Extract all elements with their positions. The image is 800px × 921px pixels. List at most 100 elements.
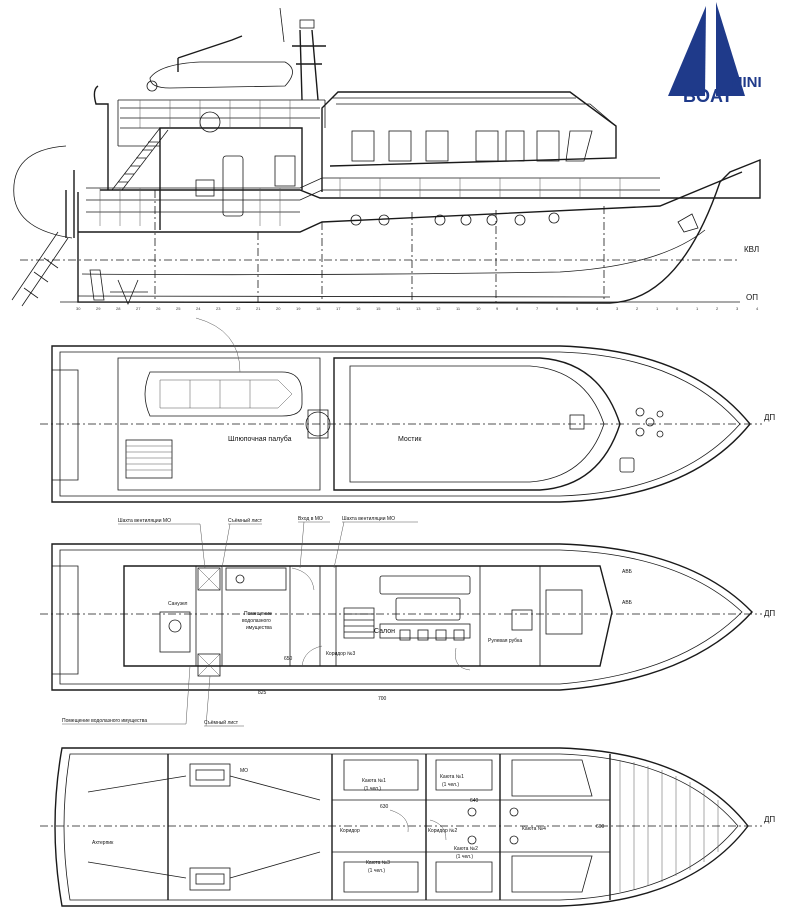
centerline-label-1: ДП bbox=[764, 413, 775, 422]
engine-room-label: МО bbox=[240, 768, 248, 774]
salon-bench bbox=[379, 623, 471, 639]
anchor-gear bbox=[635, 407, 664, 438]
corridor2-label: Коридор №2 bbox=[428, 828, 457, 834]
deckhouse bbox=[321, 91, 617, 192]
life-buoy-icon bbox=[146, 80, 158, 92]
stern-arc bbox=[13, 145, 73, 239]
keel-line bbox=[77, 295, 611, 298]
cabin1b-sub: (1 чел.) bbox=[442, 782, 459, 788]
centerline-label-3: ДП bbox=[764, 815, 775, 824]
hull-plan-outline bbox=[54, 747, 749, 907]
wheelhouse-console bbox=[545, 589, 583, 635]
bunks bbox=[343, 759, 493, 893]
frame-number: 24 bbox=[196, 306, 201, 311]
hull-sheer bbox=[78, 171, 743, 233]
boat-deck-label: Шлюпочная палуба bbox=[228, 435, 292, 443]
sanuzel-label: Санузел bbox=[168, 601, 188, 607]
engine-block-top bbox=[189, 763, 231, 787]
vent-shaft-top bbox=[197, 567, 221, 591]
rudder bbox=[89, 269, 105, 301]
hull-plan-inner bbox=[59, 549, 743, 685]
rail-stanchions bbox=[99, 100, 621, 226]
helm-wheel-icon bbox=[199, 111, 221, 133]
dim-640: 640 bbox=[470, 798, 479, 804]
bridge-deck-plan: ДП Шлюпочная палуба Мостик bbox=[40, 317, 775, 503]
nav-b-label: АВБ bbox=[622, 600, 633, 606]
frame-number: 2 bbox=[716, 306, 719, 311]
dim-825: 825 bbox=[258, 690, 267, 696]
shaft-lines bbox=[87, 775, 321, 879]
aft-cabin bbox=[159, 127, 303, 230]
roof-hatch bbox=[569, 414, 585, 430]
vent-shaft-left-label: Шахта вентиляции МО bbox=[118, 518, 171, 524]
frame-number: 13 bbox=[416, 306, 421, 311]
cabin1b-label: Каюта №1 bbox=[440, 774, 464, 780]
dim-650: 650 bbox=[284, 656, 293, 662]
salon-label: Салон bbox=[374, 628, 395, 635]
aft-door bbox=[222, 155, 244, 217]
mast bbox=[292, 29, 326, 101]
frame-number: 12 bbox=[436, 306, 441, 311]
frame-number: 4 bbox=[596, 306, 599, 311]
hull-plan-outline bbox=[51, 543, 753, 691]
logo-word-top: MINI bbox=[730, 74, 762, 91]
frame-number: 7 bbox=[536, 306, 539, 311]
deckhouse-roof bbox=[332, 97, 617, 127]
stair-down bbox=[343, 607, 375, 639]
propeller bbox=[110, 279, 148, 306]
logo-sail-left bbox=[668, 6, 706, 96]
stairway bbox=[111, 127, 169, 191]
swim-ladder bbox=[11, 231, 69, 307]
salon-chairs bbox=[399, 629, 465, 641]
frame-number: 18 bbox=[316, 306, 321, 311]
anchor-windlass bbox=[619, 457, 635, 473]
cabin-walls bbox=[332, 799, 610, 853]
aerial bbox=[279, 7, 285, 43]
cabin2-sub: (1 чел.) bbox=[456, 854, 473, 860]
frame-number: 8 bbox=[516, 306, 519, 311]
cabin-stools bbox=[467, 807, 519, 845]
baseline-label: ОП bbox=[746, 293, 758, 302]
hatch-stairs-steps bbox=[126, 445, 172, 471]
frame-number: 9 bbox=[496, 306, 499, 311]
dim-630: 630 bbox=[380, 804, 389, 810]
lower-deck-plan: ДП МО Ахтерпик Каюта №1 (1 чел.) Коридор… bbox=[40, 747, 775, 907]
fore-cabin-bunks bbox=[511, 759, 593, 893]
dim-700: 700 bbox=[378, 696, 387, 702]
frame-number: 14 bbox=[396, 306, 401, 311]
frame-number: 23 bbox=[216, 306, 221, 311]
frame-number: 26 bbox=[156, 306, 161, 311]
salon-table bbox=[395, 597, 461, 621]
frame-number: 25 bbox=[176, 306, 181, 311]
engine-block-bottom bbox=[189, 867, 231, 891]
frame-number: 21 bbox=[256, 306, 261, 311]
bridge-label: Мостик bbox=[398, 436, 422, 443]
miniboat-logo: MINI BOAT bbox=[668, 2, 762, 106]
frame-number: 15 bbox=[376, 306, 381, 311]
removable-sheet-bottom-label: Съёмный лист bbox=[204, 719, 239, 726]
deckhouse-windows bbox=[351, 130, 593, 162]
deckhouse-wall bbox=[123, 565, 613, 667]
leader-line bbox=[333, 521, 418, 569]
salon-sofa bbox=[379, 575, 471, 595]
davit-arc bbox=[195, 317, 241, 373]
side-door bbox=[195, 179, 215, 197]
diving-room-label: Помещение водолазного имущества bbox=[62, 718, 147, 724]
frame-number: 28 bbox=[116, 306, 121, 311]
frame-number: 3 bbox=[736, 306, 739, 311]
frame-number: 30 bbox=[76, 306, 81, 311]
toilet-block bbox=[159, 611, 191, 653]
frame-number: 10 bbox=[476, 306, 481, 311]
rescue-boat bbox=[149, 61, 293, 89]
cabin2-label: Каюта №2 bbox=[454, 846, 478, 852]
corridor-label: Коридор bbox=[340, 828, 360, 834]
vent-shaft-x bbox=[197, 567, 221, 677]
leader-line bbox=[221, 523, 262, 569]
cabin3-label: Каюта №3 bbox=[366, 860, 390, 866]
exhaust-pipe bbox=[93, 85, 109, 190]
hull-plan-inner bbox=[63, 753, 739, 901]
transom-seat bbox=[52, 565, 79, 675]
logo-word-bottom: BOAT bbox=[683, 86, 733, 106]
